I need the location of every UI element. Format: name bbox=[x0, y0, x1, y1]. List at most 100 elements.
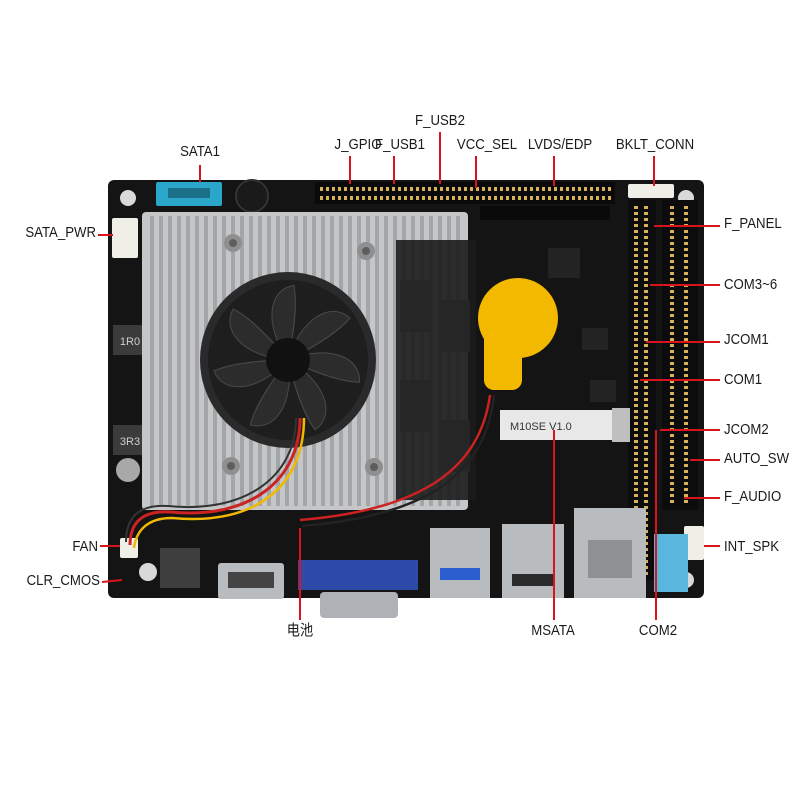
header-pin bbox=[684, 482, 688, 485]
header-pin bbox=[670, 290, 674, 293]
header-pin bbox=[644, 326, 648, 329]
header-pin bbox=[464, 187, 467, 191]
cmos-battery bbox=[478, 278, 558, 390]
header-pin bbox=[578, 196, 581, 200]
header-pin bbox=[530, 196, 533, 200]
header-pin bbox=[670, 482, 674, 485]
header-pin bbox=[684, 464, 688, 467]
header-pin bbox=[670, 260, 674, 263]
header-pin bbox=[684, 218, 688, 221]
header-pin bbox=[476, 196, 479, 200]
mount-hole bbox=[120, 190, 136, 206]
header-pin bbox=[386, 187, 389, 191]
header-pin bbox=[670, 398, 674, 401]
header-pin bbox=[464, 196, 467, 200]
header-pin bbox=[338, 187, 341, 191]
heatsink-fin bbox=[177, 216, 181, 506]
header-pin bbox=[416, 187, 419, 191]
label-com3-6: COM3~6 bbox=[724, 276, 778, 293]
header-pin bbox=[644, 278, 648, 281]
heatsink-fin bbox=[195, 216, 199, 506]
heatsink-fin bbox=[150, 216, 154, 506]
battery-cable bbox=[299, 394, 492, 522]
header-pin bbox=[634, 434, 638, 437]
header-pin bbox=[374, 196, 377, 200]
header-pin bbox=[404, 196, 407, 200]
header-pin bbox=[584, 187, 587, 191]
label-msata: MSATA bbox=[531, 622, 575, 639]
header-pin bbox=[572, 187, 575, 191]
header-pin bbox=[670, 488, 674, 491]
header-pin bbox=[362, 187, 365, 191]
header-pin bbox=[590, 187, 593, 191]
header-pin bbox=[684, 398, 688, 401]
header-pin bbox=[670, 296, 674, 299]
header-pin bbox=[356, 187, 359, 191]
header-pin bbox=[634, 350, 638, 353]
header-pin bbox=[684, 422, 688, 425]
header-pin bbox=[634, 302, 638, 305]
header-pin bbox=[488, 187, 491, 191]
header-pin bbox=[644, 392, 648, 395]
header-pin bbox=[684, 416, 688, 419]
header-pin bbox=[434, 196, 437, 200]
header-pin bbox=[644, 290, 648, 293]
header-pin bbox=[670, 242, 674, 245]
header-pin bbox=[634, 488, 638, 491]
header-pin bbox=[608, 187, 611, 191]
header-pin bbox=[512, 196, 515, 200]
header-pin bbox=[684, 494, 688, 497]
callout-lines bbox=[98, 132, 720, 620]
io-ports bbox=[160, 508, 688, 618]
header-pin bbox=[584, 196, 587, 200]
header-pin bbox=[684, 326, 688, 329]
header-pin bbox=[644, 374, 648, 377]
label-jcom1: JCOM1 bbox=[724, 331, 769, 348]
header-pin bbox=[356, 196, 359, 200]
header-pin bbox=[644, 380, 648, 383]
header-pin bbox=[332, 187, 335, 191]
label-jcom2: JCOM2 bbox=[724, 421, 769, 438]
top-pin-headers bbox=[315, 182, 615, 220]
label-f-usb2: F_USB2 bbox=[415, 112, 465, 129]
header-pin bbox=[380, 196, 383, 200]
header-pin bbox=[440, 196, 443, 200]
header-pin bbox=[338, 196, 341, 200]
header-pin bbox=[548, 187, 551, 191]
header-pin bbox=[446, 187, 449, 191]
header-pin bbox=[332, 196, 335, 200]
header-pin bbox=[634, 356, 638, 359]
header-pin bbox=[494, 187, 497, 191]
header-pin bbox=[590, 196, 593, 200]
label-vcc-sel: VCC_SEL bbox=[456, 136, 518, 153]
header-pin bbox=[644, 434, 648, 437]
header-pin bbox=[634, 296, 638, 299]
header-pin bbox=[634, 254, 638, 257]
header-pin bbox=[684, 302, 688, 305]
header-pin bbox=[482, 187, 485, 191]
header-pin bbox=[446, 196, 449, 200]
header-pin bbox=[684, 332, 688, 335]
header-pin bbox=[536, 187, 539, 191]
label-fan: FAN bbox=[72, 538, 98, 555]
label-j-gpio: J_GPIO bbox=[334, 136, 382, 153]
header-pin bbox=[362, 196, 365, 200]
header-pin bbox=[350, 196, 353, 200]
header-pin bbox=[684, 380, 688, 383]
header-pin bbox=[684, 290, 688, 293]
header-pin bbox=[536, 196, 539, 200]
header-pin bbox=[670, 338, 674, 341]
header-pin bbox=[494, 196, 497, 200]
header-pin bbox=[634, 272, 638, 275]
header-pin bbox=[596, 196, 599, 200]
label-sata1: SATA1 bbox=[180, 143, 220, 160]
header-pin bbox=[634, 470, 638, 473]
label-f-panel: F_PANEL bbox=[724, 215, 782, 232]
label-lvds-edp: LVDS/EDP bbox=[527, 136, 593, 153]
header-pin bbox=[684, 308, 688, 311]
header-pin bbox=[634, 398, 638, 401]
header-pin bbox=[684, 212, 688, 215]
header-pin bbox=[644, 452, 648, 455]
ic-chip bbox=[590, 380, 616, 402]
